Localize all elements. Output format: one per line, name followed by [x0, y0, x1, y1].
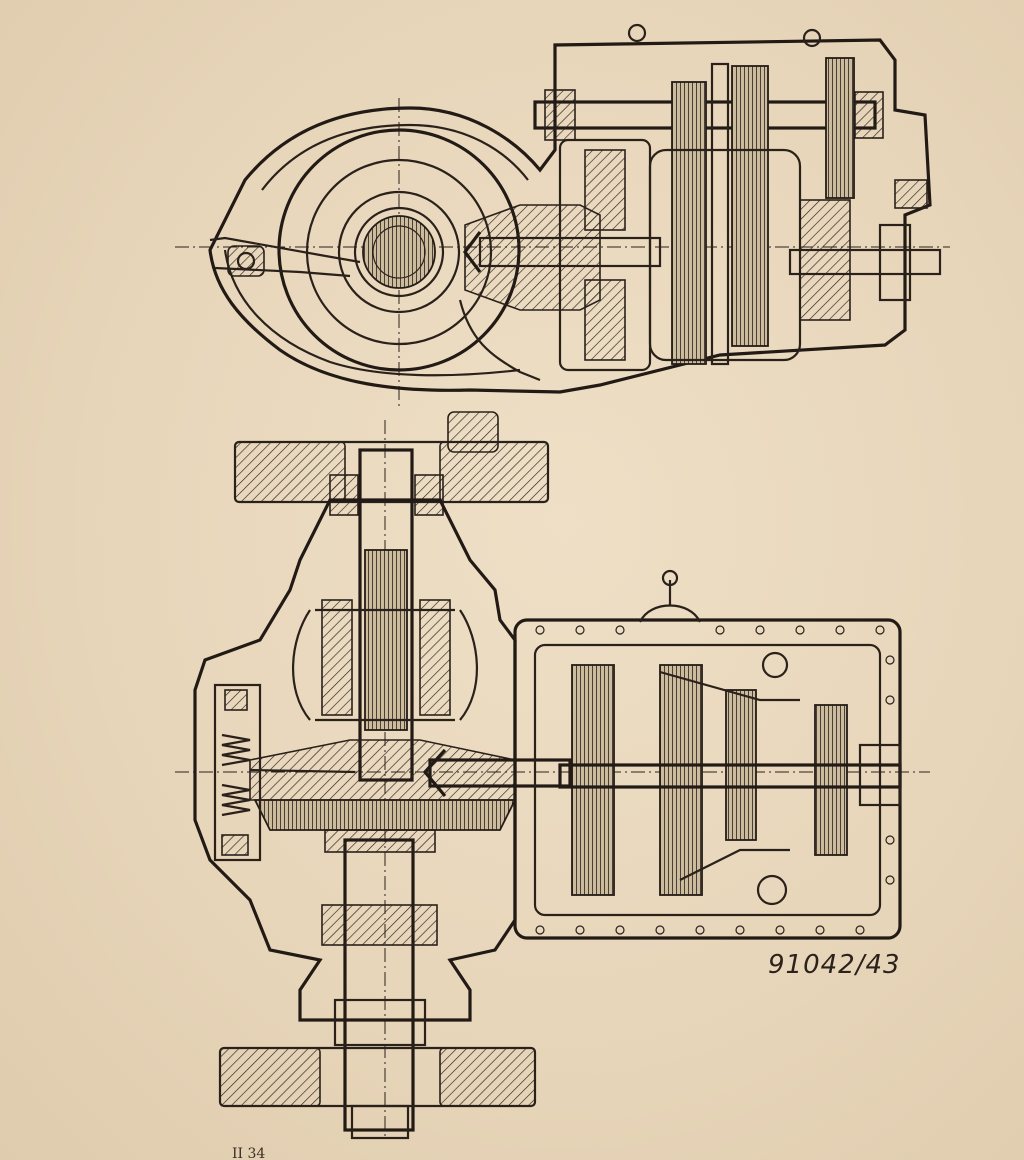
case-bolt	[855, 925, 865, 935]
axle-bearing-upper-left	[329, 474, 359, 516]
brake-adjuster-lower	[221, 834, 249, 856]
case-bolt	[885, 835, 895, 845]
shift-selector-upper	[761, 651, 789, 679]
breather-plug	[894, 179, 928, 209]
case-bolt	[755, 625, 765, 635]
brake-spring-lower	[221, 783, 251, 817]
axle-shaft-lower	[343, 838, 415, 1132]
upper-gear-hub	[710, 62, 730, 366]
clutch-pack-lower	[584, 279, 626, 361]
upper-flange-face	[233, 440, 550, 504]
splined-shaft-bore	[372, 225, 426, 279]
pinion-shaft-housing	[464, 204, 601, 311]
crown-wheel	[253, 799, 517, 831]
shift-rod-lower	[679, 848, 790, 881]
pinion-shaft	[478, 236, 662, 268]
case-bolt	[575, 925, 585, 935]
upper-output-shaft	[788, 248, 942, 276]
case-bolt	[615, 625, 625, 635]
case-bolt	[795, 625, 805, 635]
brake-band-housing	[213, 683, 262, 862]
oil-filler-cap-right	[802, 28, 822, 48]
axle-collar	[324, 829, 436, 853]
upper-shaft-bearing-right	[854, 91, 884, 139]
lower-shaft-stub	[350, 1104, 410, 1140]
differential-inner-cage	[292, 608, 478, 722]
lower-gear-2	[659, 664, 703, 896]
upper-gear-small-1	[825, 57, 855, 199]
axle-shaft-spline	[364, 549, 408, 731]
lower-gear-4	[814, 704, 848, 856]
oil-filler-cap-left	[627, 23, 647, 43]
figure-caption-fragment: II 34	[232, 1146, 266, 1160]
gearbox-output-coupling	[858, 743, 902, 807]
case-bolt	[875, 625, 885, 635]
axle-bearing-lower	[321, 904, 438, 946]
lower-seal-housing	[333, 998, 427, 1047]
case-bolt	[885, 655, 895, 665]
case-bolt	[655, 925, 665, 935]
upper-output-flange	[878, 223, 912, 302]
crown-wheel-hub-inner	[353, 206, 445, 298]
drawing-reference-number: 91042/43	[768, 950, 901, 980]
crown-wheel-hub-outer	[337, 190, 461, 314]
case-bolt	[885, 695, 895, 705]
clutch-pack-upper	[584, 149, 626, 231]
shift-lever-pin	[236, 251, 256, 271]
case-bolt-row	[535, 625, 895, 935]
lower-plan-section-view	[175, 411, 930, 1140]
upper-gear-large-2	[731, 65, 769, 347]
lower-flange-right	[439, 1047, 536, 1107]
upper-housing-outline	[208, 38, 932, 394]
gearbox-case-inner	[533, 643, 882, 917]
splined-shaft-section	[362, 215, 436, 289]
lower-bevel-pinion	[422, 748, 447, 798]
lower-gear-1	[571, 664, 615, 896]
brake-spring-upper	[221, 733, 251, 767]
case-bolt	[535, 925, 545, 935]
case-bolt	[885, 875, 895, 885]
upper-shaft-bearing-left	[544, 89, 576, 141]
case-bolt	[735, 925, 745, 935]
differential-housing-outline	[193, 498, 517, 1022]
shift-lever-eye	[227, 245, 265, 277]
case-bolt	[835, 625, 845, 635]
upper-output-bearing	[799, 199, 851, 321]
upper-flange-boss	[447, 411, 499, 453]
brake-pull-rod	[249, 768, 356, 774]
case-bolt	[715, 625, 725, 635]
upper-housing-inner-wall	[223, 123, 529, 377]
differential-bearing-right	[419, 599, 451, 716]
shift-selector-lower	[756, 874, 788, 906]
bevel-pinion	[463, 231, 482, 273]
brake-adjuster-upper	[224, 689, 248, 711]
axle-bearing-upper-right	[414, 474, 444, 516]
upper-flange-left	[234, 441, 346, 503]
case-bolt	[575, 625, 585, 635]
case-bolt	[815, 925, 825, 935]
upper-side-section-view	[175, 23, 950, 410]
shift-rod-upper	[659, 670, 800, 702]
lower-flange-left	[219, 1047, 321, 1107]
differential-bearing-left	[321, 599, 353, 716]
case-bolt	[775, 925, 785, 935]
lower-pinion-shaft	[428, 758, 572, 788]
upper-oil-pipe	[458, 299, 541, 382]
case-bolt	[535, 625, 545, 635]
gearbox-cover-knob	[661, 569, 679, 587]
case-bolt	[615, 925, 625, 935]
upper-gear-large-1	[671, 81, 707, 365]
case-bolt	[695, 925, 705, 935]
